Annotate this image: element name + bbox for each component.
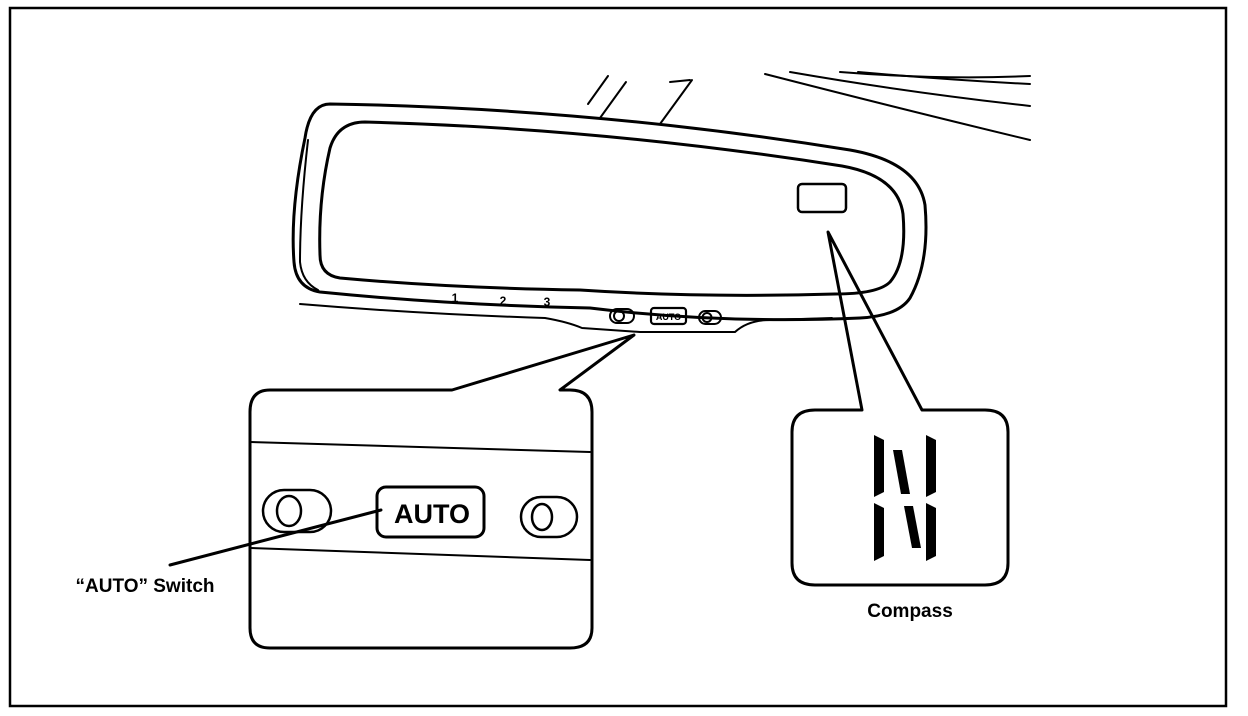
rearview-mirror — [291, 102, 928, 333]
zoom-auto-button-label: AUTO — [394, 499, 470, 529]
mirror-auto-button-label: AUTO — [656, 312, 681, 322]
compass-zoom-callout — [790, 230, 1010, 587]
mirror-mount — [587, 71, 1031, 141]
auto-switch-zoom-callout: AUTO — [248, 333, 636, 650]
zoom-auto-button[interactable]: AUTO — [375, 485, 486, 539]
mirror-position-2-label: 2 — [500, 294, 507, 308]
mirror-position-1-label: 1 — [452, 291, 459, 305]
auto-switch-leader-line — [168, 508, 383, 567]
mirror-right-indicator-icon — [698, 310, 722, 325]
diagram-frame — [8, 6, 1228, 708]
mirror-auto-button[interactable]: AUTO — [649, 306, 688, 326]
auto-switch-callout-label: “AUTO” Switch — [76, 576, 215, 597]
compass-n-glyph-icon — [874, 435, 936, 561]
mirror-compass-window — [796, 182, 848, 214]
zoom-right-indicator-icon — [519, 495, 579, 539]
mirror-left-indicator-icon — [609, 308, 635, 324]
compass-callout-label: Compass — [867, 601, 953, 622]
mirror-position-3-label: 3 — [544, 295, 551, 309]
